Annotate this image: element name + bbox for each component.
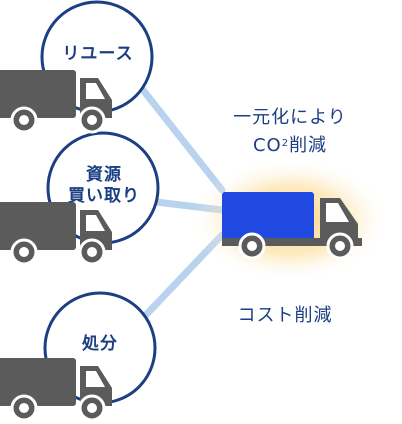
label-reuse: リユース <box>52 44 144 65</box>
label-reuse-line1: リユース <box>62 44 134 64</box>
label-disposal: 処分 <box>60 334 140 355</box>
label-resource-line2: 買い取り <box>68 186 140 206</box>
label-disposal-line1: 処分 <box>82 334 118 354</box>
truck-icon <box>0 202 112 266</box>
co2-prefix: CO <box>252 135 282 156</box>
consolidated-truck-icon <box>222 192 362 260</box>
truck-icon <box>0 358 112 422</box>
label-resource-line1: 資源 <box>86 165 122 185</box>
truck-icon <box>0 70 112 134</box>
benefit-cost: コスト削減 <box>215 302 355 330</box>
benefit-co2-line1: 一元化により <box>233 107 347 128</box>
benefit-co2: 一元化により CO2削減 <box>210 104 370 160</box>
label-resource: 資源 買い取り <box>53 165 155 207</box>
benefit-co2-line2: CO2削減 <box>210 132 370 160</box>
co2-superscript: 2 <box>281 138 290 149</box>
benefit-cost-text: コスト削減 <box>237 305 333 326</box>
co2-suffix: 削減 <box>289 135 328 156</box>
connector-reuse <box>139 86 226 194</box>
